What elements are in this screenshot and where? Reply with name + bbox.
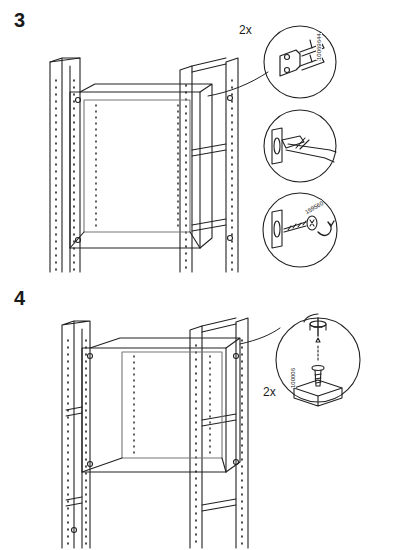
- quantity-label: 2x: [262, 386, 277, 398]
- shelf-frame-step3: [50, 58, 238, 272]
- top-screw-callout: [276, 314, 360, 406]
- part-number: 100006: [290, 368, 296, 388]
- part-number: 10069644: [316, 33, 322, 60]
- step-number: 4: [14, 288, 25, 308]
- step-number: 3: [14, 10, 25, 30]
- quantity-label: 2x: [238, 24, 253, 36]
- part-number: 159560: [304, 200, 324, 215]
- bracket-callout: [264, 26, 336, 98]
- shelf-frame-step4: [62, 318, 248, 548]
- screw-callout: [263, 193, 337, 267]
- screwdriver-callout: [264, 110, 336, 182]
